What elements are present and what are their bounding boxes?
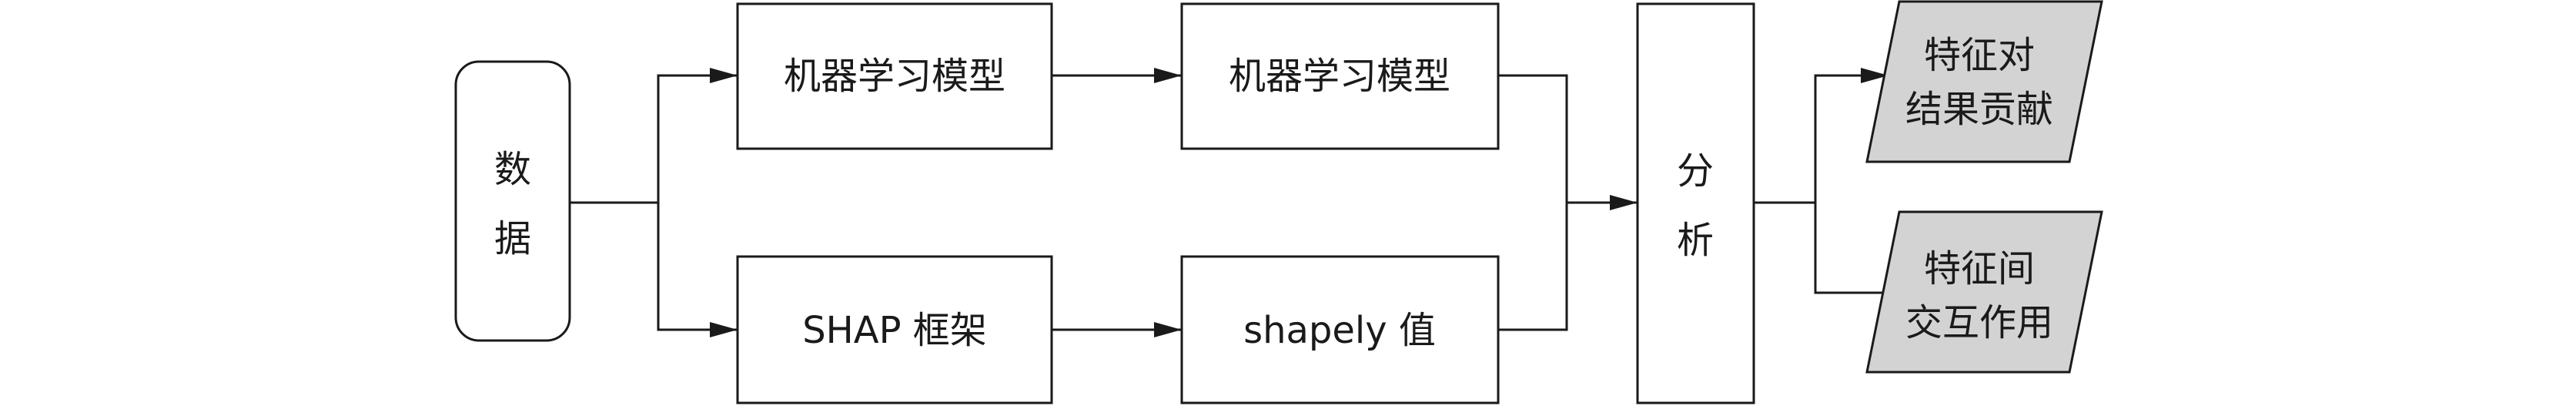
node-feature-contribution: 特征对 结果贡献 <box>1865 0 2103 163</box>
node-ml-model-2: 机器学习模型 <box>1180 2 1500 150</box>
connector-data-to-shap <box>657 203 738 337</box>
node-shapely-value-label: shapely 值 <box>1243 309 1436 352</box>
node-analysis-line-1: 分 <box>1677 149 1714 193</box>
connectors <box>570 68 1889 337</box>
node-ml-model-1: 机器学习模型 <box>736 2 1053 150</box>
connector-ml2-to-analysis <box>1498 74 1568 331</box>
node-data: 数 据 <box>454 60 571 342</box>
node-ml-model-1-label: 机器学习模型 <box>784 55 1005 98</box>
node-feature-interaction-line-2: 交互作用 <box>1905 301 2053 344</box>
node-shap-framework-label: SHAP 框架 <box>802 309 987 352</box>
node-feature-interaction: 特征间 交互作用 <box>1865 210 2103 374</box>
node-shap-framework: SHAP 框架 <box>736 255 1053 404</box>
connector-data-to-ml <box>570 68 738 204</box>
node-feature-contribution-line-2: 结果贡献 <box>1905 88 2053 131</box>
node-analysis-line-2: 析 <box>1677 219 1714 262</box>
node-feature-contribution-line-1: 特征对 <box>1924 34 2035 77</box>
node-data-line-2: 据 <box>494 217 531 260</box>
node-data-line-1: 数 <box>494 148 531 191</box>
connector-analysis-to-outputs <box>1754 68 1889 204</box>
node-shapely-value: shapely 值 <box>1180 255 1500 404</box>
node-ml-model-2-label: 机器学习模型 <box>1229 55 1450 98</box>
node-feature-interaction-line-1: 特征间 <box>1924 247 2035 290</box>
node-analysis: 分 析 <box>1636 2 1755 404</box>
connector-to-interaction <box>1814 203 1889 294</box>
